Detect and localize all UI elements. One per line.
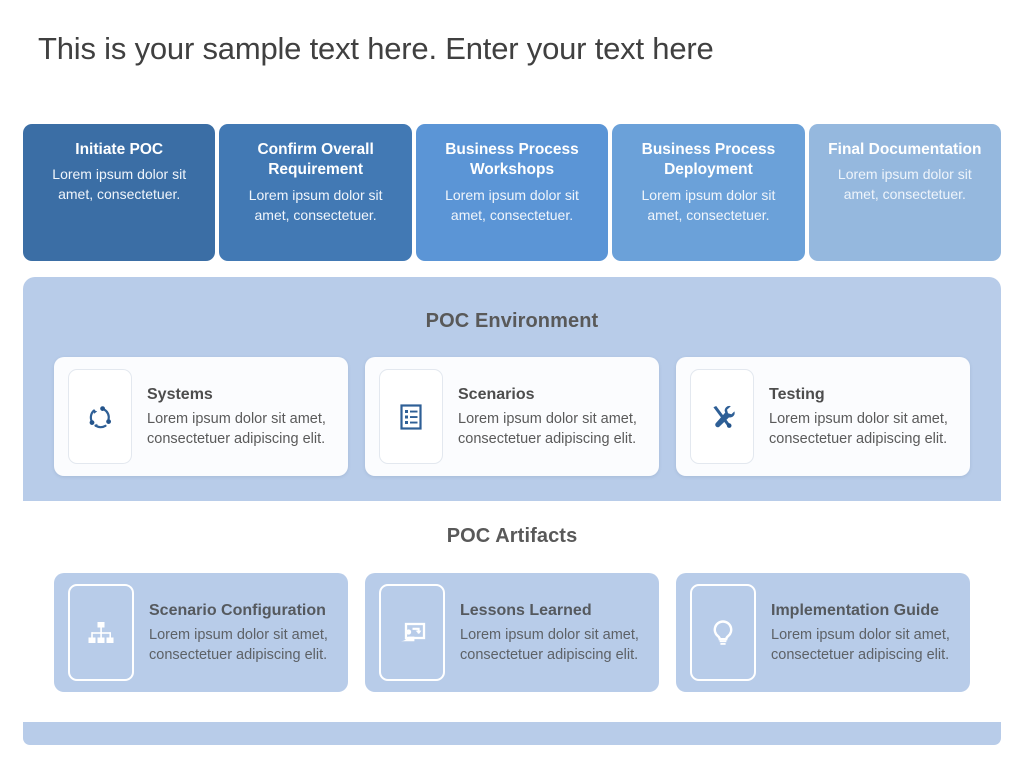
page-title: This is your sample text here. Enter you… [38,31,714,66]
tile-icon-frame [690,369,754,464]
tile-lessons-learned[interactable]: Lessons Learned Lorem ipsum dolor sit am… [365,573,659,692]
tile-body: Lessons Learned Lorem ipsum dolor sit am… [460,601,645,665]
tile-icon-frame [690,584,756,681]
phase-card-description: Lorem ipsum dolor sit amet, consectetuer… [52,166,187,203]
tile-description: Lorem ipsum dolor sit amet, consectetuer… [149,626,328,663]
tile-icon-frame [379,584,445,681]
tile-title: Testing [769,385,825,403]
phase-card-initiate-poc[interactable]: Initiate POC Lorem ipsum dolor sit amet,… [23,124,216,261]
tile-title: Lessons Learned [460,601,592,619]
phase-card-title: Business Process Workshops [445,141,579,179]
phase-card-confirm-overall-requirement[interactable]: Confirm Overall Requirement Lorem ipsum … [219,124,412,261]
tile-description: Lorem ipsum dolor sit amet, consectetuer… [458,410,637,447]
tile-title: Scenario Configuration [149,601,326,619]
tile-title: Implementation Guide [771,601,940,619]
tile-icon-frame [68,584,134,681]
cycle-icon [84,401,116,433]
hierarchy-icon [85,617,117,649]
tile-body: Scenario Configuration Lorem ipsum dolor… [149,601,334,665]
tile-body: Testing Lorem ipsum dolor sit amet, cons… [769,385,956,449]
phase-card-description: Lorem ipsum dolor sit amet, consectetuer… [641,186,776,223]
phase-card-title: Initiate POC [75,141,164,158]
tile-description: Lorem ipsum dolor sit amet, consectetuer… [147,410,326,447]
phase-card-business-process-deployment[interactable]: Business Process Deployment Lorem ipsum … [612,124,805,261]
phase-card-title: Final Documentation [828,141,982,158]
tile-scenario-configuration[interactable]: Scenario Configuration Lorem ipsum dolor… [54,573,348,692]
poc-environment-tile-row: Systems Lorem ipsum dolor sit amet, cons… [54,357,970,476]
phase-card-description: Lorem ipsum dolor sit amet, consectetuer… [445,186,579,223]
tile-title: Scenarios [458,385,535,403]
tile-implementation-guide[interactable]: Implementation Guide Lorem ipsum dolor s… [676,573,970,692]
phase-card-description: Lorem ipsum dolor sit amet, consectetuer… [837,166,972,203]
tools-icon [706,401,738,433]
lightbulb-icon [707,617,739,649]
tile-scenarios[interactable]: Scenarios Lorem ipsum dolor sit amet, co… [365,357,659,476]
phase-card-row: Initiate POC Lorem ipsum dolor sit amet,… [23,124,1002,261]
tile-icon-frame [68,369,132,464]
tile-description: Lorem ipsum dolor sit amet, consectetuer… [460,626,639,663]
poc-artifacts-section: POC Artifacts [23,505,1001,713]
tile-body: Scenarios Lorem ipsum dolor sit amet, co… [458,385,645,449]
tile-description: Lorem ipsum dolor sit amet, consectetuer… [769,410,948,447]
phase-card-final-documentation[interactable]: Final Documentation Lorem ipsum dolor si… [808,124,1002,261]
phase-card-description: Lorem ipsum dolor sit amet, consectetuer… [248,186,383,223]
poc-artifacts-tile-row: Scenario Configuration Lorem ipsum dolor… [54,573,970,692]
phase-card-title: Business Process Deployment [641,141,776,179]
phase-card-title: Confirm Overall Requirement [257,141,374,179]
tile-description: Lorem ipsum dolor sit amet, consectetuer… [771,626,950,663]
poc-artifacts-heading: POC Artifacts [446,525,578,547]
checklist-icon [395,401,427,433]
tile-body: Systems Lorem ipsum dolor sit amet, cons… [147,385,334,449]
poc-environment-panel: POC Environment [23,277,1001,501]
bottom-accent-bar [23,722,1001,745]
phase-card-business-process-workshops[interactable]: Business Process Workshops Lorem ipsum d… [415,124,609,261]
poc-environment-heading: POC Environment [425,310,599,332]
tile-systems[interactable]: Systems Lorem ipsum dolor sit amet, cons… [54,357,348,476]
tile-title: Systems [147,385,213,403]
presentation-icon [396,617,428,649]
tile-testing[interactable]: Testing Lorem ipsum dolor sit amet, cons… [676,357,970,476]
tile-icon-frame [379,369,443,464]
tile-body: Implementation Guide Lorem ipsum dolor s… [771,601,956,665]
